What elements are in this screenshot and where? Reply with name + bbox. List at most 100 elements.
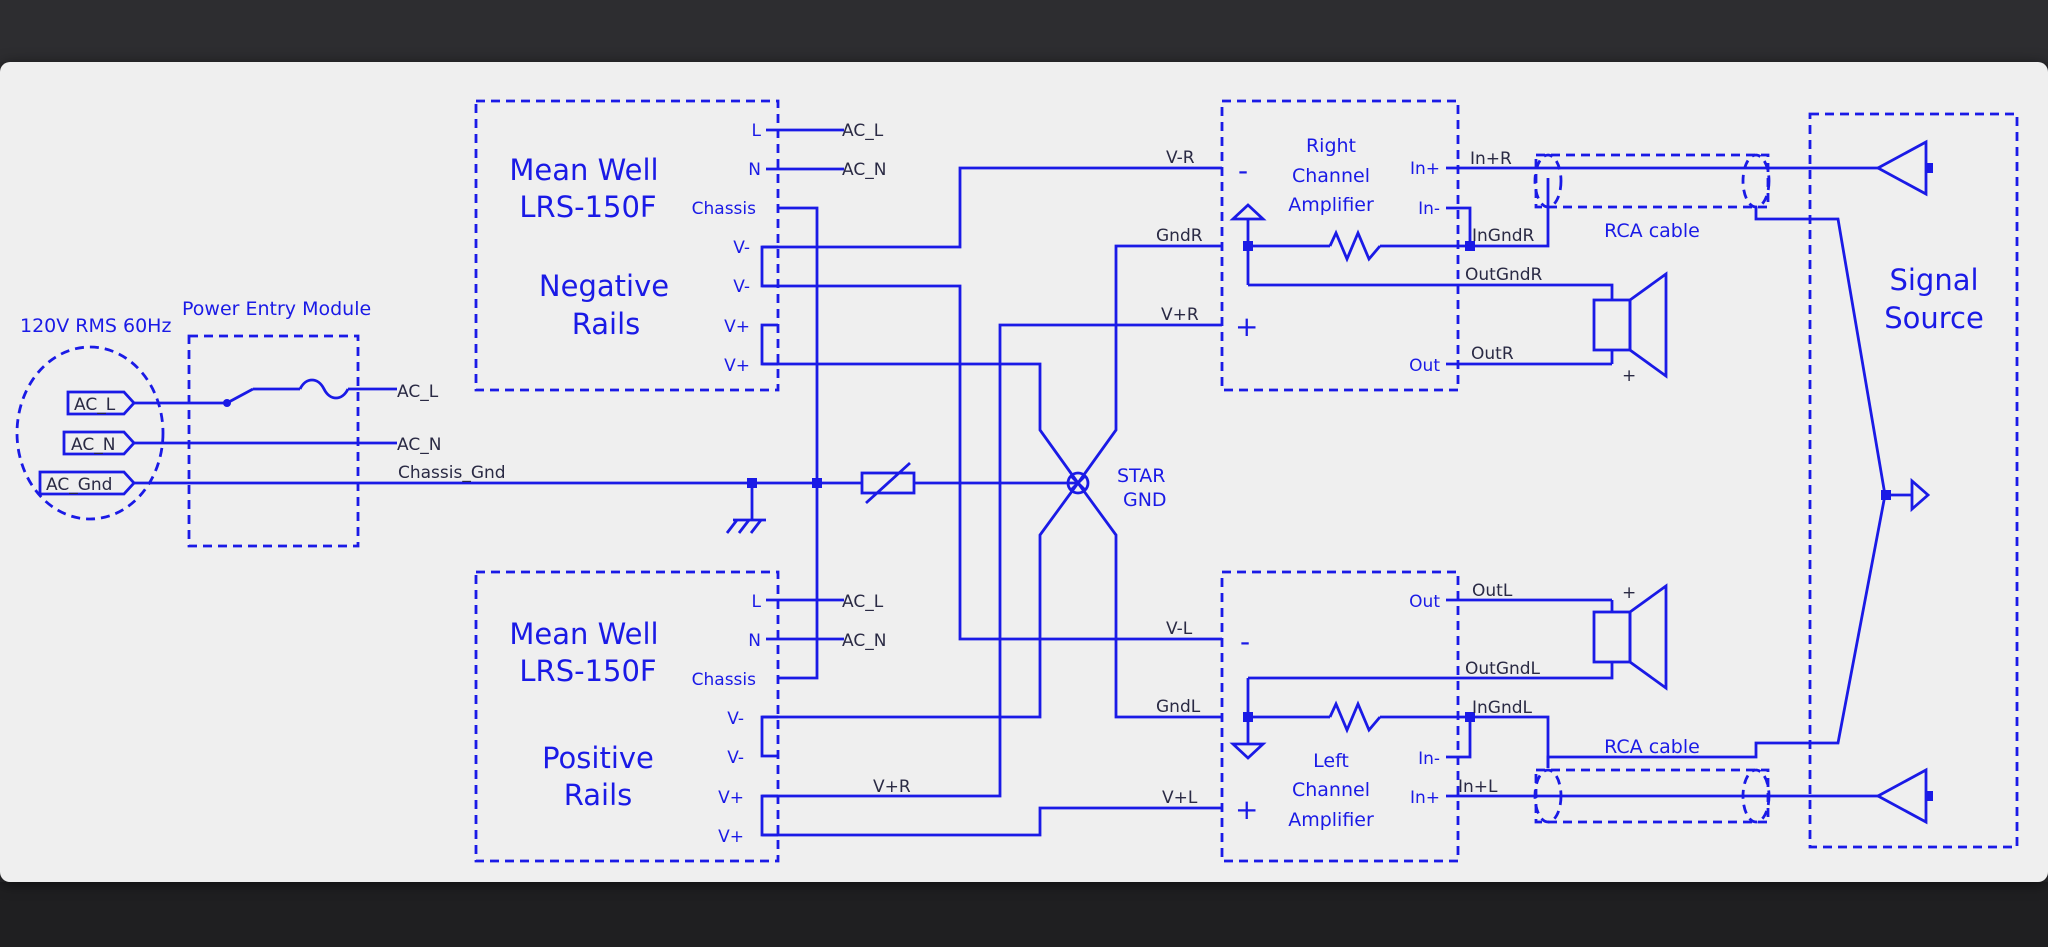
wire-in-gnd-l	[1470, 715, 1550, 768]
earth-ground-hatch-1	[725, 519, 739, 534]
amp-left-pin-in-plus: In+	[1410, 788, 1440, 808]
ac-gnd-terminal	[38, 470, 136, 496]
psu-negative-line1: Mean Well	[509, 153, 658, 187]
earth-ground-hatch-2	[737, 519, 751, 534]
psu-negative-role1: Negative	[539, 269, 669, 303]
amp-left-plus: +	[1235, 793, 1258, 826]
net-gnd-l: GndL	[1156, 697, 1201, 717]
amp-left-minus: -	[1240, 625, 1250, 658]
signal-source: Signal Source	[1808, 112, 2019, 849]
source-output-left-pin	[1925, 791, 1933, 801]
psu-positive-role2: Rails	[564, 778, 633, 812]
star-ground-node	[1066, 471, 1090, 495]
amp-right-minus: -	[1238, 154, 1248, 187]
fuse-symbol	[298, 378, 350, 400]
ac-l-terminal-label: AC_L	[74, 395, 116, 415]
wire-v-plus-l	[762, 806, 1222, 837]
net-in-gnd-r: InGndR	[1472, 226, 1535, 246]
wire-pos-vplus-pair	[760, 794, 778, 837]
psu-negative-role2: Rails	[572, 307, 641, 341]
speaker-left-cone	[1628, 583, 1668, 691]
wire-pos-vminus-to-star	[762, 482, 1080, 719]
source-ground-icon	[1910, 477, 1931, 513]
wire-neg-vplus-pair	[760, 323, 778, 366]
psu-neg-pin-vplus-2: V+	[724, 356, 750, 376]
psu-pos-pin-vplus-2: V+	[718, 827, 744, 847]
pem-ac-l-label: AC_L	[397, 382, 439, 402]
psu-neg-pin-vminus-1: V-	[733, 238, 750, 258]
ac-input-connector: 120V RMS 60Hz AC_L AC_N AC_Gnd	[15, 315, 171, 521]
wire-pos-vminus-pair	[760, 715, 778, 758]
psu-neg-pin-vplus-1: V+	[724, 317, 750, 337]
speaker-right-plus: +	[1622, 366, 1636, 386]
star-label-2: GND	[1123, 489, 1167, 511]
diagram-panel: 120V RMS 60Hz AC_L AC_N AC_Gnd Power Ent…	[0, 62, 2048, 882]
power-switch	[226, 387, 254, 405]
psu-positive-line2: LRS-150F	[519, 654, 656, 688]
net-in-plus-r: In+R	[1470, 149, 1512, 169]
amp-left-line3: Amplifier	[1288, 809, 1374, 831]
amp-right-ground-symbol	[1229, 203, 1267, 221]
net-out-l: OutL	[1472, 581, 1513, 601]
chassis-gnd-label: Chassis_Gnd	[398, 463, 506, 483]
psu-pos-pin-n: N	[748, 631, 761, 651]
amp-left-pin-out: Out	[1409, 592, 1440, 612]
psu-neg-pin-n: N	[748, 160, 761, 180]
earth-ground-hatch-3	[749, 519, 763, 534]
wire-v-minus-l	[762, 284, 1222, 641]
net-v-minus-l: V-L	[1166, 619, 1193, 639]
wire-in-minus-l	[1446, 717, 1472, 759]
power-entry-box	[187, 334, 360, 548]
wire-neg-chassis	[778, 206, 819, 483]
rca-cable-left: RCA cable	[1533, 494, 1887, 824]
power-entry-module: Power Entry Module AC_L AC_N	[134, 298, 441, 548]
psu-pos-net-ac-l: AC_L	[842, 592, 884, 612]
wire-in-minus-r	[1446, 206, 1472, 246]
psu-neg-net-ac-l: AC_L	[842, 121, 884, 141]
psu-pos-pin-vminus-2: V-	[727, 748, 744, 768]
ground-loop-breaker-slash	[865, 461, 911, 505]
amp-right-pin-in-minus: In-	[1418, 199, 1440, 219]
ac-gnd-terminal-label: AC_Gnd	[46, 475, 112, 495]
psu-positive-line1: Mean Well	[509, 617, 658, 651]
signal-source-box	[1808, 112, 2019, 849]
psu-pos-pin-vplus-1: V+	[718, 788, 744, 808]
psu-pos-pin-vminus-1: V-	[727, 709, 744, 729]
speaker-right: +	[1592, 271, 1668, 386]
ac-n-terminal	[62, 430, 136, 456]
wire-neg-vminus-pair	[760, 245, 778, 288]
window-bottom-bar	[0, 882, 2048, 947]
source-output-right-icon	[1875, 139, 1928, 197]
star-ground: STAR GND	[1066, 244, 1222, 719]
psu-negative-line2: LRS-150F	[519, 190, 656, 224]
psu-neg-net-ac-n: AC_N	[842, 160, 886, 180]
net-in-plus-l: In+L	[1458, 777, 1498, 797]
psu-positive-role1: Positive	[542, 741, 654, 775]
wire-out-gnd-r	[1248, 283, 1614, 300]
rca-cable-left-label: RCA cable	[1604, 736, 1700, 758]
net-out-gnd-r: OutGndR	[1465, 265, 1543, 285]
ac-input-label: 120V RMS 60Hz	[20, 315, 171, 337]
rca-cable-right: RCA cable	[1533, 153, 1887, 496]
pem-ac-n-label: AC_N	[397, 435, 441, 455]
ac-n-terminal-label: AC_N	[71, 435, 115, 455]
amp-right-line3: Amplifier	[1288, 194, 1374, 216]
net-v-minus-r: V-R	[1166, 148, 1195, 168]
amp-right: Right Channel Amplifier - + In+ In- Out	[1220, 99, 1878, 392]
source-output-right-pin	[1925, 163, 1933, 173]
star-ground-cross-2	[1070, 475, 1086, 491]
rca-cable-right-end-b	[1741, 153, 1771, 209]
wire-neg-vplus-to-star	[762, 362, 1080, 484]
wire-v-minus-r	[762, 166, 1222, 249]
amp-right-plus: +	[1235, 310, 1258, 343]
chassis-ground-bus: Chassis_Gnd	[134, 461, 1078, 534]
net-v-plus-l: V+L	[1162, 788, 1198, 808]
wire-pos-chassis	[778, 483, 819, 680]
speaker-left: +	[1592, 583, 1668, 691]
psu-positive-box	[474, 570, 780, 863]
rca-cable-right-end-a	[1533, 153, 1563, 209]
psu-negative-box	[474, 99, 780, 392]
wire-v-plus-r	[762, 323, 1222, 798]
window-top-bar	[0, 0, 2048, 62]
amp-left-resistor	[1328, 700, 1382, 734]
